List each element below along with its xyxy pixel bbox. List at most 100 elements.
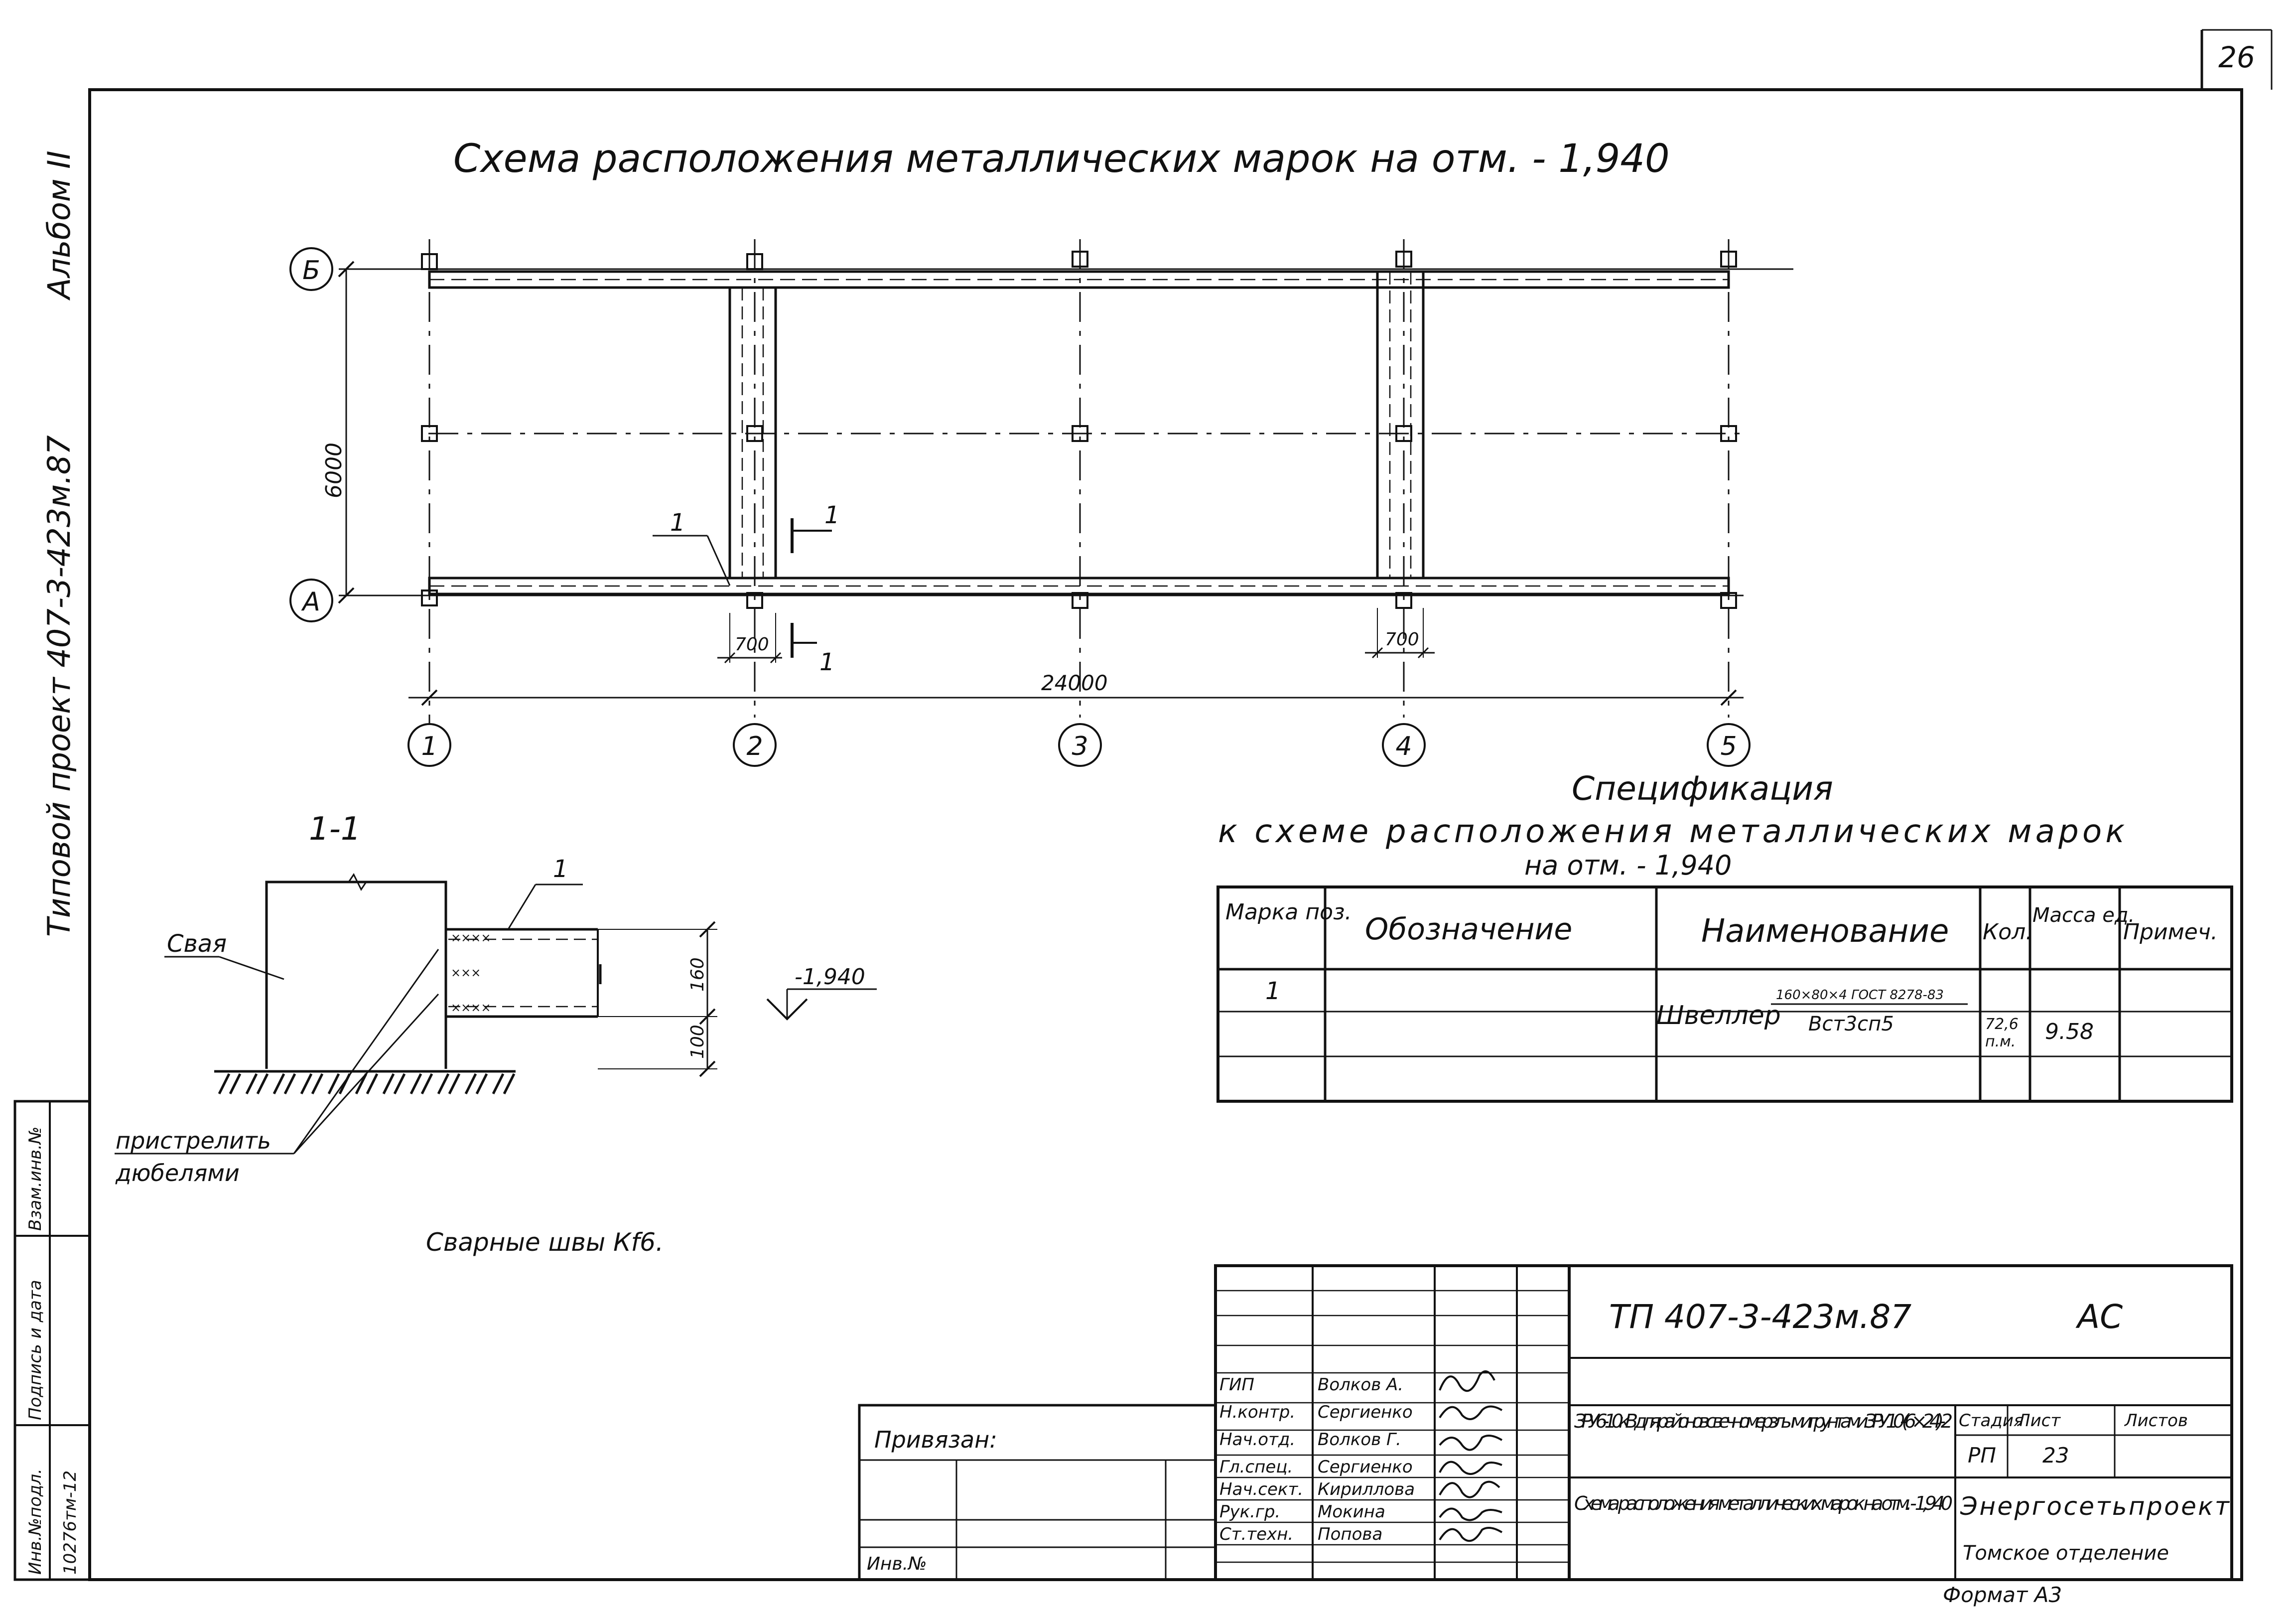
spec-header-note: Примеч.: [2123, 919, 2218, 945]
pile-head: [1395, 425, 1412, 442]
channel-beam-A: [428, 577, 1730, 595]
column-axis-label-5: 5: [1720, 732, 1737, 761]
person-name: Попова: [1318, 1524, 1382, 1544]
spec-row-mark: 1: [1265, 977, 1281, 1005]
spec-header-name: Наименование: [1701, 913, 1949, 950]
pile-outline: [265, 881, 447, 1069]
role-label: Нач.сект.: [1219, 1479, 1303, 1499]
pile-head: [1072, 251, 1088, 268]
dimension-height-label: 6000: [321, 442, 347, 498]
left-stamp-col-sign: Подпись и дата: [25, 1280, 45, 1420]
section-channel: [446, 928, 602, 1018]
pile-head: [1072, 425, 1088, 442]
section-mark-label: 1: [553, 855, 568, 883]
pile-head: [1720, 592, 1737, 609]
title-block-roles: ГИП Н.контр. Нач.отд. Гл.спец. Нач.сект.…: [1219, 1375, 1303, 1544]
spec-row-qty-bottom: п.м.: [1985, 1033, 2016, 1050]
signature-icon: [1439, 1435, 1503, 1451]
role-label: Нач.отд.: [1219, 1430, 1295, 1450]
column-axis-label-1: 1: [421, 732, 437, 761]
pile-head: [746, 425, 763, 442]
signature-icon: [1439, 1527, 1503, 1542]
weld-marks-icon: ××××: [451, 931, 491, 945]
weld-note: Сварные швы Кf6.: [426, 1228, 664, 1257]
dimension-insert-left-label: 700: [735, 634, 769, 655]
signature-icon: [1439, 1480, 1500, 1498]
pile-head: [421, 253, 438, 270]
signature-icon: [1439, 1461, 1502, 1475]
section-dim-top-label: 160: [687, 957, 708, 992]
section-cut-label-top: 1: [824, 501, 840, 529]
title-block-department: Томское отделение: [1963, 1542, 2169, 1565]
dimension-height: 6000: [321, 261, 355, 604]
main-title: Схема расположения металлических марок н…: [453, 137, 1670, 181]
pile-head: [421, 589, 438, 606]
fix-note-line2: дюбелями: [115, 1160, 240, 1186]
signature-icons: [1439, 1370, 1503, 1542]
elevation-mark: -1,940: [766, 964, 877, 1021]
pile-head: [1720, 425, 1737, 442]
person-name: Мокина: [1318, 1502, 1385, 1522]
plan-scheme: Б А 1 2 3 4 5 6000: [289, 239, 1793, 767]
weld-marks-icon: ××××: [451, 1001, 491, 1015]
title-block-object: ЗРУ 6-10кВ для районов с вечномерзлыми г…: [1574, 1410, 1953, 1432]
title-block-doc-code: ТП 407-3-423м.87: [1609, 1298, 1911, 1336]
title-block-privyazan: Привязан:: [874, 1426, 997, 1453]
spec-title-line2: к схеме расположения металлических марок: [1218, 813, 2125, 850]
spec-row-name-bottom: Вст3сп5: [1808, 1013, 1894, 1035]
title-block-stage-label: Стадия: [1959, 1411, 2024, 1431]
signature-icon: [1439, 1405, 1503, 1420]
title-block-organization: Энергосетьпроект: [1960, 1492, 2230, 1521]
title-block: [858, 1264, 2233, 1581]
row-axis-label-A: А: [301, 587, 320, 617]
dimension-length: 24000: [408, 671, 1744, 706]
dimension-insert-right-label: 700: [1385, 629, 1419, 650]
role-label: Н.контр.: [1219, 1402, 1295, 1422]
person-name: Кириллова: [1318, 1479, 1415, 1499]
section-title: 1-1: [309, 811, 361, 848]
plan-mark-label: 1: [670, 509, 685, 537]
fix-note-line1: пристрелить: [116, 1127, 271, 1154]
side-stamp-album: Альбом II: [41, 150, 77, 301]
column-axis-label-2: 2: [746, 732, 763, 761]
column-axis-bubbles: 1 2 3 4 5: [407, 718, 1751, 767]
weld-marks-icon: ×××: [451, 966, 481, 980]
sheet-number: 26: [2218, 40, 2255, 74]
row-axis-label-B: Б: [302, 256, 320, 286]
signature-icon: [1439, 1507, 1502, 1521]
spec-header-qty: Кол.: [1983, 919, 2032, 945]
role-label: Рук.гр.: [1219, 1502, 1280, 1522]
person-name: Волков А.: [1318, 1375, 1403, 1395]
title-block-doc-type: АС: [2075, 1298, 2123, 1336]
dimension-length-label: 24000: [1041, 671, 1108, 695]
signature-icon: [1439, 1370, 1495, 1392]
format-label: Формат А3: [1943, 1583, 2062, 1607]
spec-header-mass: Масса ед.: [2032, 904, 2135, 927]
spec-row-qty-top: 72,6: [1985, 1016, 2019, 1033]
spec-row-name-top: 160×80×4 ГОСТ 8278-83: [1776, 988, 1944, 1003]
ground-hatch: [214, 1070, 516, 1095]
section-cut-label-bottom: 1: [819, 648, 835, 676]
specification: Спецификация к схеме расположения металл…: [1216, 769, 2233, 1103]
title-block-inv-no: Инв.№: [867, 1554, 927, 1574]
pile-head: [746, 253, 763, 270]
section-cut-marks: 1 1: [791, 501, 840, 676]
left-stamp-table: Инв.№подл. Подпись и дата Взам.инв.№ 102…: [13, 1100, 91, 1581]
spec-row-name-main: Швеллер: [1656, 1001, 1781, 1030]
person-name: Сергиенко: [1318, 1402, 1413, 1422]
sheet-frame: [88, 29, 2273, 1581]
title-block-stage-value: РП: [1968, 1443, 1996, 1468]
title-block-sheets-label: Листов: [2124, 1411, 2188, 1431]
left-stamp-col-replace: Взам.инв.№: [25, 1127, 45, 1231]
title-block-sheet-title: Схема расположения металлических марок н…: [1574, 1492, 1953, 1514]
pile-heads: [421, 251, 1737, 609]
spec-header-designation: Обозначение: [1365, 912, 1572, 947]
elevation-label: -1,940: [795, 964, 865, 990]
left-stamp-inv-value: 10276тм-12: [60, 1471, 80, 1575]
role-label: Гл.спец.: [1219, 1457, 1293, 1477]
title-block-names: Волков А. Сергиенко Волков Г. Сергиенко …: [1318, 1375, 1415, 1544]
side-stamp: Альбом II Типовой проект 407-3-423м.87: [41, 150, 77, 937]
spec-title-line1: Спецификация: [1572, 769, 1833, 808]
break-line-icon: [348, 873, 367, 891]
